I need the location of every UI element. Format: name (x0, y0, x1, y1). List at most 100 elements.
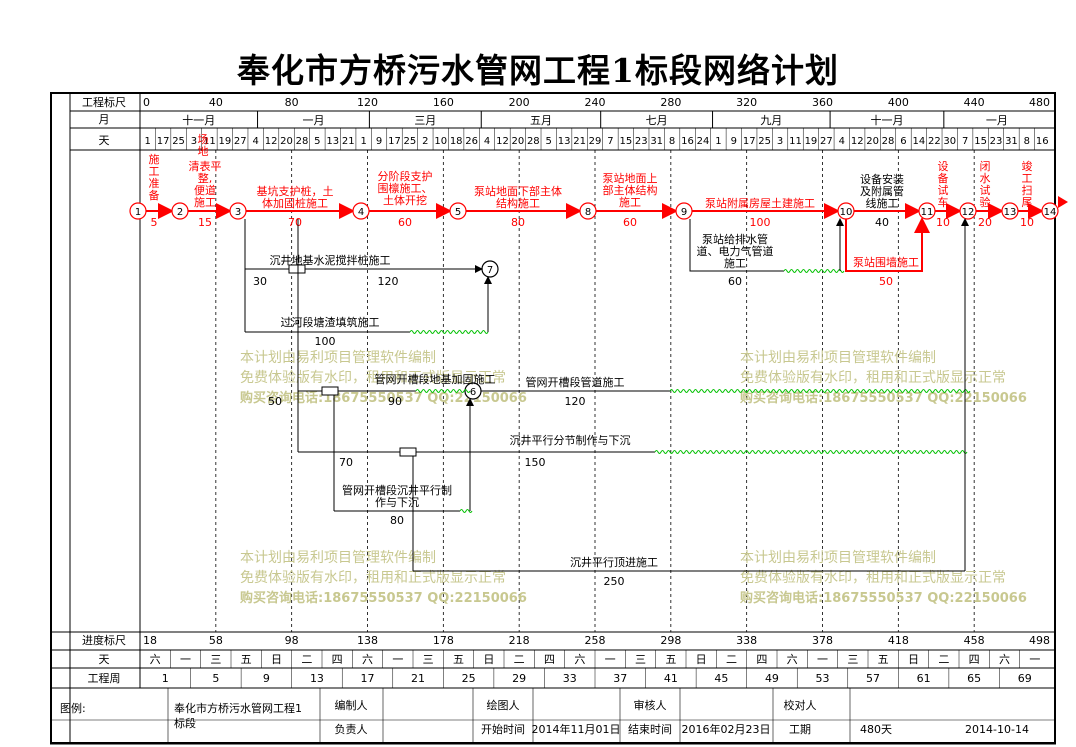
end-label: 结束时间 (628, 723, 672, 736)
week-label: 57 (866, 672, 880, 685)
checker-label: 校对人 (784, 698, 817, 712)
task-duration: 10 (936, 216, 950, 229)
day-label: 11 (203, 136, 216, 147)
task-label: 作与下沉 (375, 496, 419, 509)
month-label: 十一月 (870, 113, 903, 127)
week-label: 5 (212, 672, 219, 685)
project-name: 标段 (174, 716, 196, 730)
watermark-text: 本计划由易利项目管理软件编制 (240, 350, 436, 366)
end-flag-icon (1058, 196, 1068, 208)
day-label: 20 (866, 136, 879, 147)
task-label: 施 (149, 153, 160, 166)
day-label: 10 (434, 136, 447, 147)
weekday-label: 二 (726, 653, 737, 666)
task-label: 水 (980, 172, 991, 185)
day-label: 13 (558, 136, 571, 147)
progress-tick-label: 378 (812, 634, 833, 647)
weekday-label: 五 (665, 653, 676, 666)
task-label: 管网开槽段地基加固施工 (375, 372, 496, 386)
legend-label: 图例: (60, 701, 86, 715)
task-label: 泵站给排水管 (702, 232, 768, 246)
scale-tick-label: 440 (964, 96, 985, 109)
task-label: 试 (980, 184, 991, 197)
task-label: 道、电力气管道 (697, 244, 774, 258)
day-label: 12 (851, 136, 864, 147)
weekday-label: 一 (605, 653, 616, 666)
free-float-wave (783, 269, 845, 273)
node-label: 8 (585, 207, 591, 218)
task-duration: 120 (565, 395, 586, 408)
task-duration: 90 (388, 395, 402, 408)
node-label: 13 (1004, 207, 1017, 218)
weekday-label: 五 (878, 653, 889, 666)
weekday-label: 一 (817, 653, 828, 666)
day-label: 5 (546, 136, 552, 147)
weekday-label: 日 (696, 653, 707, 666)
weekday-label: 日 (908, 653, 919, 666)
task-label: 泵站附属房屋土建施工 (705, 196, 815, 210)
row-label-week: 工程周 (88, 672, 121, 685)
weekday-label: 二 (514, 653, 525, 666)
day-label: 8 (669, 136, 675, 147)
network-node (675, 202, 693, 220)
month-label: 三月 (414, 114, 436, 127)
task-duration: 250 (604, 575, 625, 588)
task-duration: 60 (398, 216, 412, 229)
progress-tick-label: 98 (285, 634, 299, 647)
day-label: 9 (376, 136, 382, 147)
task-label: 管网开槽段管道施工 (526, 375, 625, 389)
day-label: 1 (715, 136, 721, 147)
task-label: 准 (149, 177, 160, 190)
day-label: 17 (743, 136, 756, 147)
weekday-label: 六 (362, 653, 373, 666)
weekday-label: 一 (392, 653, 403, 666)
day-label: 1 (360, 136, 366, 147)
manager-label: 负责人 (335, 722, 368, 736)
day-label: 14 (913, 136, 926, 147)
task-duration: 15 (198, 216, 212, 229)
weekday-label: 三 (423, 653, 434, 666)
weekday-label: 一 (1029, 653, 1040, 666)
network-node (129, 202, 147, 220)
task-duration: 50 (268, 395, 282, 408)
day-label: 12 (265, 136, 278, 147)
task-duration: 40 (875, 216, 889, 229)
day-label: 17 (388, 136, 401, 147)
day-label: 28 (882, 136, 895, 147)
day-label: 25 (404, 136, 417, 147)
task-label: 过河段塘渣填筑施工 (281, 315, 380, 329)
progress-tick-label: 458 (964, 634, 985, 647)
node-label: 12 (962, 207, 975, 218)
day-label: 13 (326, 136, 339, 147)
day-label: 28 (527, 136, 540, 147)
week-label: 17 (361, 672, 375, 685)
day-label: 29 (589, 136, 602, 147)
weekday-label: 五 (241, 653, 252, 666)
task-label: 沉井地基水泥搅拌桩施工 (270, 253, 391, 267)
progress-tick-label: 298 (660, 634, 681, 647)
drawer-label: 绘图人 (487, 698, 520, 712)
node-label: 11 (921, 207, 934, 218)
day-label: 25 (172, 136, 185, 147)
weekday-label: 四 (756, 653, 767, 666)
weekday-label: 日 (271, 653, 282, 666)
scale-tick-label: 240 (585, 96, 606, 109)
week-label: 21 (411, 672, 425, 685)
watermark-text: 本计划由易利项目管理软件编制 (240, 550, 436, 566)
network-node (579, 202, 597, 220)
row-label-progress: 进度标尺 (82, 633, 126, 647)
task-label: 基坑支护桩，土 (257, 184, 334, 198)
weekday-label: 六 (150, 653, 161, 666)
week-label: 45 (714, 672, 728, 685)
task-label: 结构施工 (496, 196, 540, 210)
weekday-label: 四 (332, 653, 343, 666)
task-label: 清表平 (189, 159, 222, 173)
start-label: 开始时间 (481, 722, 525, 736)
task-label: 备 (149, 188, 160, 202)
compiler-label: 编制人 (335, 698, 368, 712)
day-label: 20 (280, 136, 293, 147)
task-label: 设备安装 (860, 172, 904, 186)
task-label: 便道 (194, 183, 216, 197)
task-duration: 100 (750, 216, 771, 229)
